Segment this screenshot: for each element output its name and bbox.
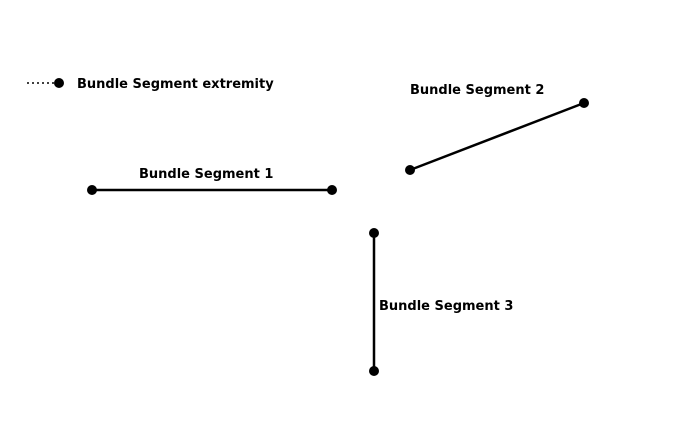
- bundle-segment-1: [87, 185, 337, 195]
- bundle-segment-2-line: [409, 101, 585, 172]
- bundle-segment-1-label: Bundle Segment 1: [139, 167, 274, 182]
- bundle-segment-3-extremity-start: [369, 228, 379, 238]
- legend-extremity-dot: [54, 78, 64, 88]
- legend-extremity-symbol: [27, 78, 64, 88]
- bundle-segment-2-extremity-end: [579, 98, 589, 108]
- bundle-segment-2-label: Bundle Segment 2: [410, 83, 545, 98]
- bundle-segment-2-extremity-start: [405, 165, 415, 175]
- bundle-segment-3-label: Bundle Segment 3: [379, 299, 514, 314]
- bundle-segment-3-extremity-end: [369, 366, 379, 376]
- bundle-segment-1-extremity-start: [87, 185, 97, 195]
- legend-label: Bundle Segment extremity: [77, 77, 274, 92]
- bundle-segment-2: [405, 98, 589, 175]
- bundle-segment-3: [369, 228, 379, 376]
- bundle-segment-1-extremity-end: [327, 185, 337, 195]
